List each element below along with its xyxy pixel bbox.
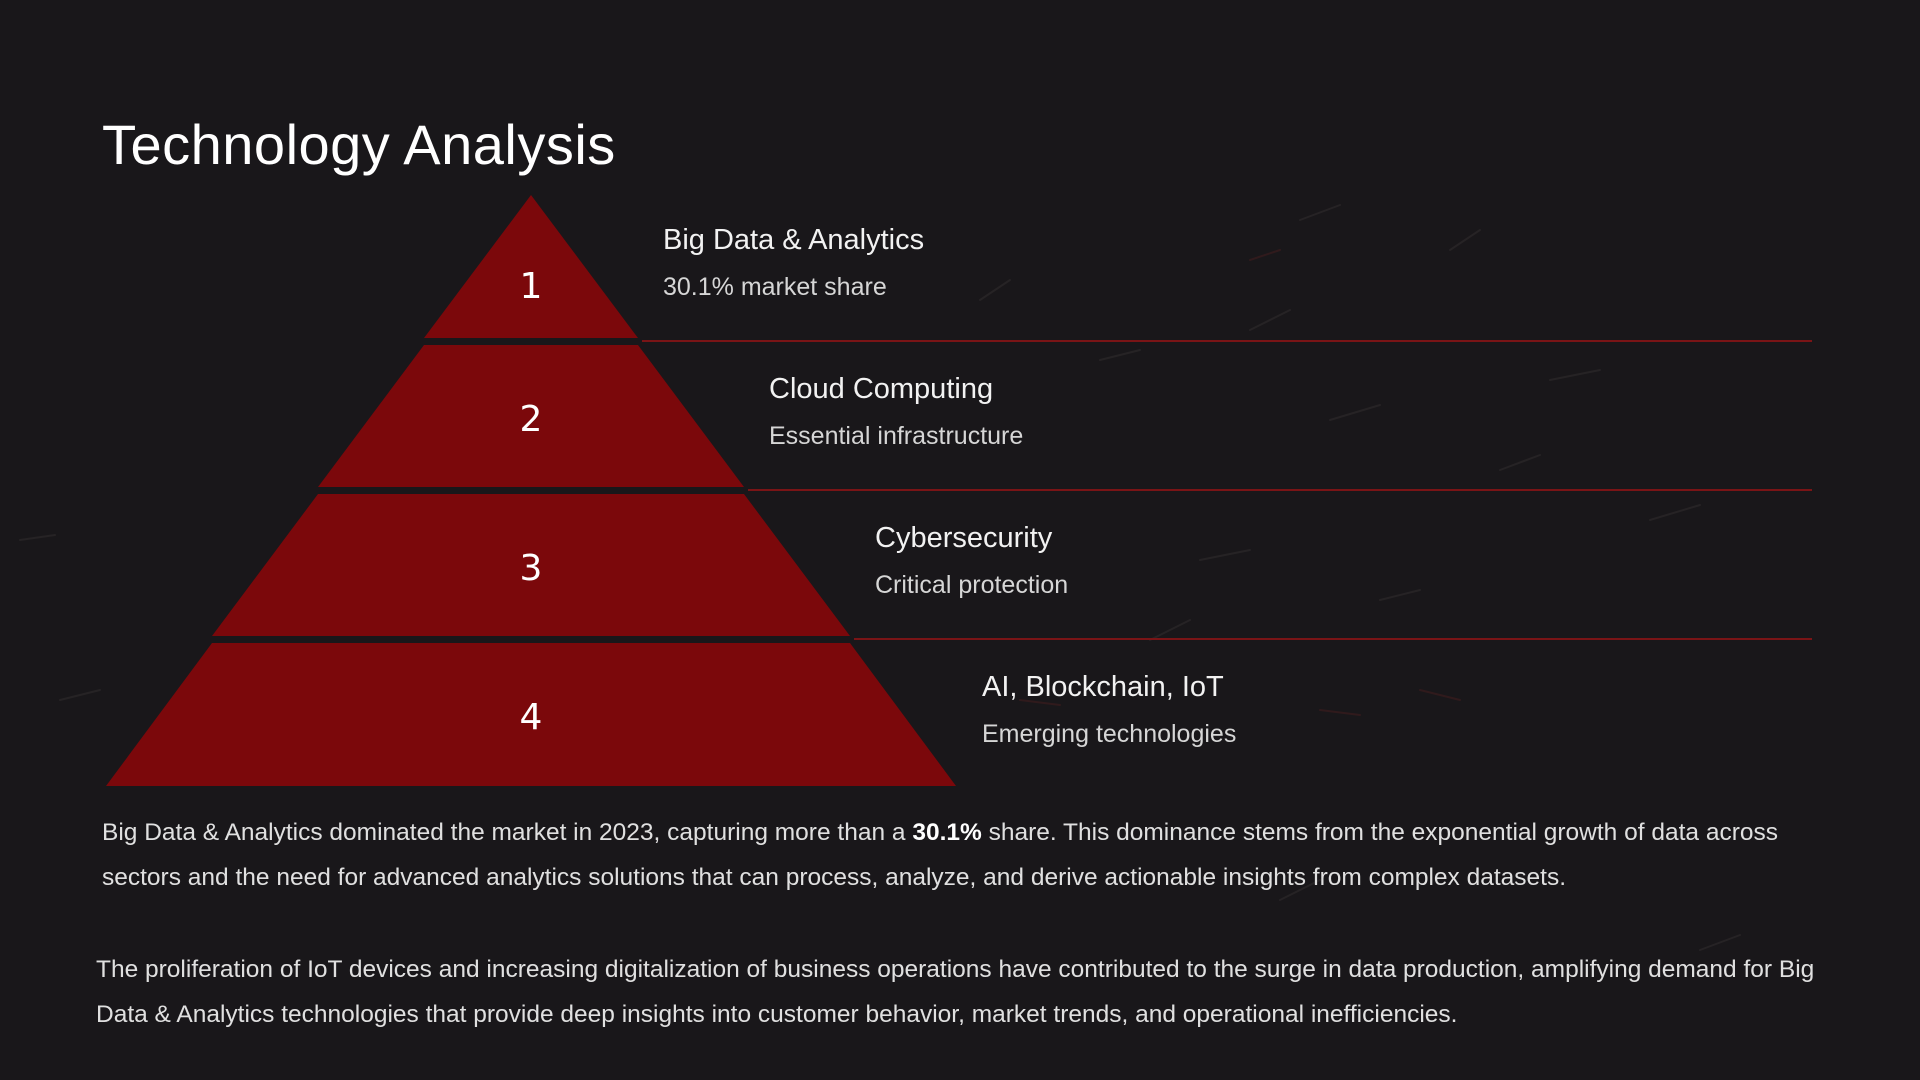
tier-title: AI, Blockchain, IoT: [982, 671, 1224, 703]
slide-title: Technology Analysis: [102, 112, 616, 176]
para1-text-start: Big Data & Analytics dominated the marke…: [102, 819, 913, 846]
para1-highlight: 30.1%: [912, 819, 982, 846]
pyramid-tier-4: [106, 643, 956, 786]
para1-text-end: share. This dominance stems from the exp…: [102, 819, 1778, 891]
tier-label-1: Big Data & Analytics 30.1% market share: [663, 222, 924, 302]
tier-number-2: 2: [520, 399, 543, 440]
tier-subtitle: Essential infrastructure: [769, 422, 1024, 450]
tier-subtitle: Emerging technologies: [982, 720, 1237, 748]
tier-title: Cloud Computing: [769, 373, 994, 405]
pyramid-tier-3: [212, 494, 850, 636]
tier-label-4: AI, Blockchain, IoT Emerging technologie…: [982, 669, 1236, 749]
tier-number-3: 3: [520, 548, 543, 589]
pyramid-tier-1: [424, 195, 638, 338]
tier-number-1: 1: [520, 266, 543, 307]
tier-number-4: 4: [520, 697, 543, 738]
tier-title: Big Data & Analytics: [663, 224, 925, 256]
body-paragraph-1: Big Data & Analytics dominated the marke…: [102, 810, 1822, 900]
tier-label-3: Cybersecurity Critical protection: [875, 520, 1068, 600]
tier-subtitle: Critical protection: [875, 571, 1069, 599]
tier-label-2: Cloud Computing Essential infrastructure: [769, 371, 1023, 451]
pyramid-tier-2: [318, 345, 744, 487]
tier-title: Cybersecurity: [875, 522, 1053, 554]
body-paragraph-2: The proliferation of IoT devices and inc…: [96, 956, 1815, 1028]
tier-subtitle: 30.1% market share: [663, 273, 887, 301]
